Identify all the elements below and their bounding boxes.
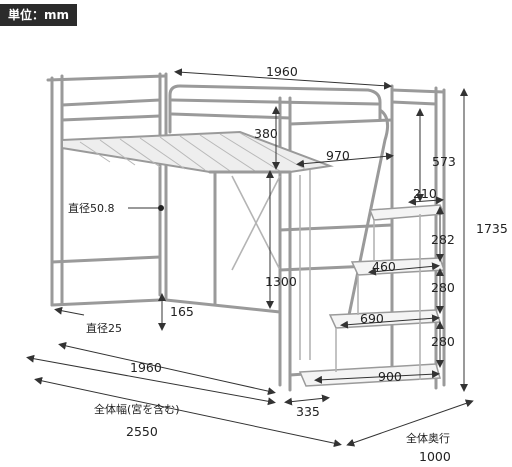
step-rise-2-label: 280 [431,280,455,295]
pipe-diameter-label: 直径25 [86,321,122,335]
bottom-width-label: 1960 [130,360,162,375]
total-width-value: 2550 [126,424,158,439]
step-depth-1-label: 210 [413,186,437,201]
post-diameter-label: 直径50.8 [68,201,115,215]
guard-height-label: 380 [254,126,278,141]
stair-width-label: 335 [296,404,320,419]
step-rise-3-label: 280 [431,334,455,349]
bed-frame [46,72,446,392]
top-width-label: 1960 [266,64,298,79]
unit-badge: 単位：mm [0,4,77,26]
step-depth-2-label: 460 [372,259,396,274]
top-step-rise-label: 573 [432,154,456,169]
step-span-label: 970 [326,148,350,163]
step-rise-1-label: 282 [431,232,455,247]
dimension-lines [26,68,474,448]
total-width-caption: 全体幅(宮を含む) [94,402,180,416]
under-bed-height-label: 1300 [265,274,297,289]
floor-clearance-label: 165 [170,304,194,319]
total-height-label: 1735 [476,221,508,236]
depth-value: 1000 [419,449,451,464]
depth-caption: 全体奥行 [406,431,450,445]
step-depth-3-label: 690 [360,311,384,326]
step-depth-4-label: 900 [378,369,402,384]
